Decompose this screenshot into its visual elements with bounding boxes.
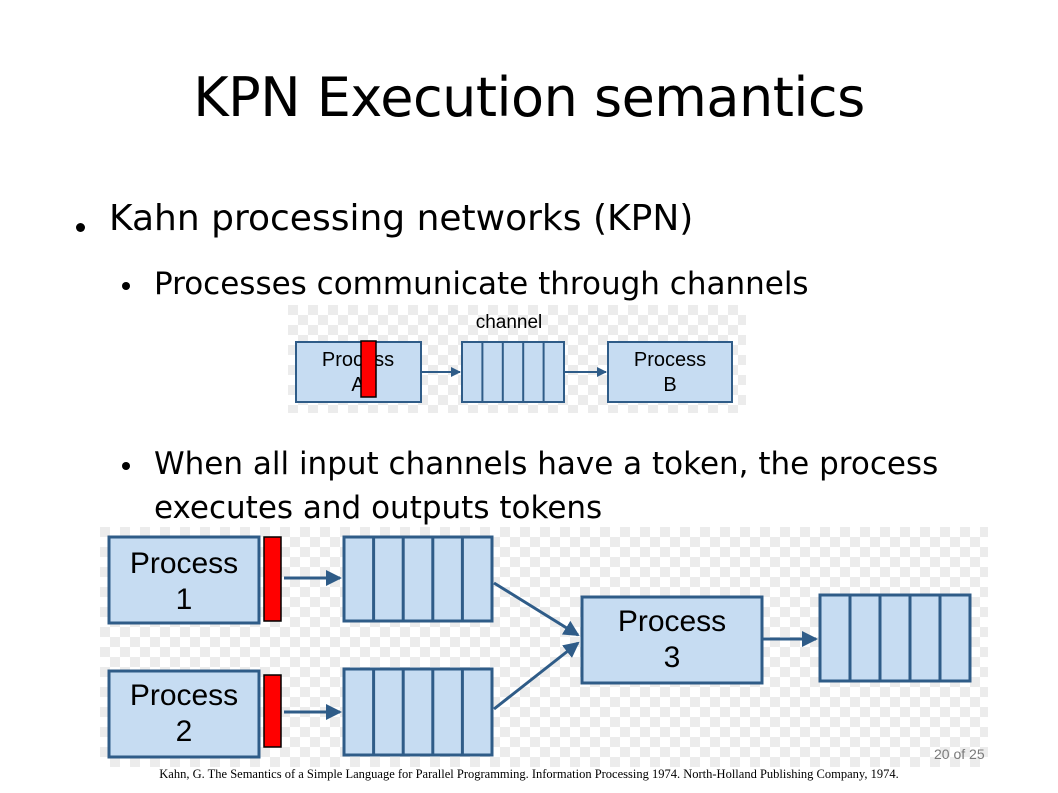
process-b-label-line2: B [663, 374, 676, 396]
process-a-box: Process A [295, 341, 422, 403]
channel-2-fifo [342, 667, 494, 757]
process-2-label-line1: Process [130, 679, 238, 712]
process-1-label-line1: Process [130, 547, 238, 580]
process-b-label-line1: Process [634, 349, 706, 371]
bullet-dot [76, 223, 85, 232]
process-3-label-line2: 3 [664, 641, 681, 674]
channel-label: channel [476, 312, 543, 333]
process-1-label-line2: 1 [176, 583, 193, 616]
arrow-channel2-to-3 [493, 641, 580, 711]
process-a-label-line1: Process [322, 349, 394, 371]
bullet-execution: When all input channels have a token, th… [122, 442, 1012, 530]
bullet-dot [122, 462, 130, 470]
bullet-dot [122, 282, 130, 290]
citation: Kahn, G. The Semantics of a Simple Langu… [159, 767, 899, 781]
channel-fifo [461, 341, 565, 403]
process-network-diagram: Process 1 Process 2 Process 3 [100, 527, 988, 767]
process-1-box: Process 1 [107, 535, 261, 625]
bullet-channels: Processes communicate through channels [122, 262, 809, 306]
arrow-channel1-to-3 [493, 581, 580, 637]
channel-3-fifo [818, 593, 972, 683]
process-3-box: Process 3 [580, 595, 764, 685]
bullet-kpn-text: Kahn processing networks (KPN) [109, 198, 694, 239]
channel-diagram: channel Process A Process B [288, 305, 746, 413]
token-marker [360, 340, 377, 398]
bullet-channels-text: Processes communicate through channels [154, 266, 809, 302]
token-marker [263, 674, 282, 748]
bullet-kpn: Kahn processing networks (KPN) [76, 198, 693, 239]
token-marker [263, 536, 282, 622]
bullet-execution-text: When all input channels have a token, th… [154, 446, 939, 526]
process-3-label-line1: Process [618, 605, 726, 638]
process-b-box: Process B [607, 341, 733, 403]
process-2-box: Process 2 [107, 669, 261, 759]
process-2-label-line2: 2 [176, 715, 193, 748]
slide-title: KPN Execution semantics [193, 66, 865, 129]
page-number: 20 of 25 [934, 746, 985, 762]
channel-1-fifo [342, 535, 494, 623]
